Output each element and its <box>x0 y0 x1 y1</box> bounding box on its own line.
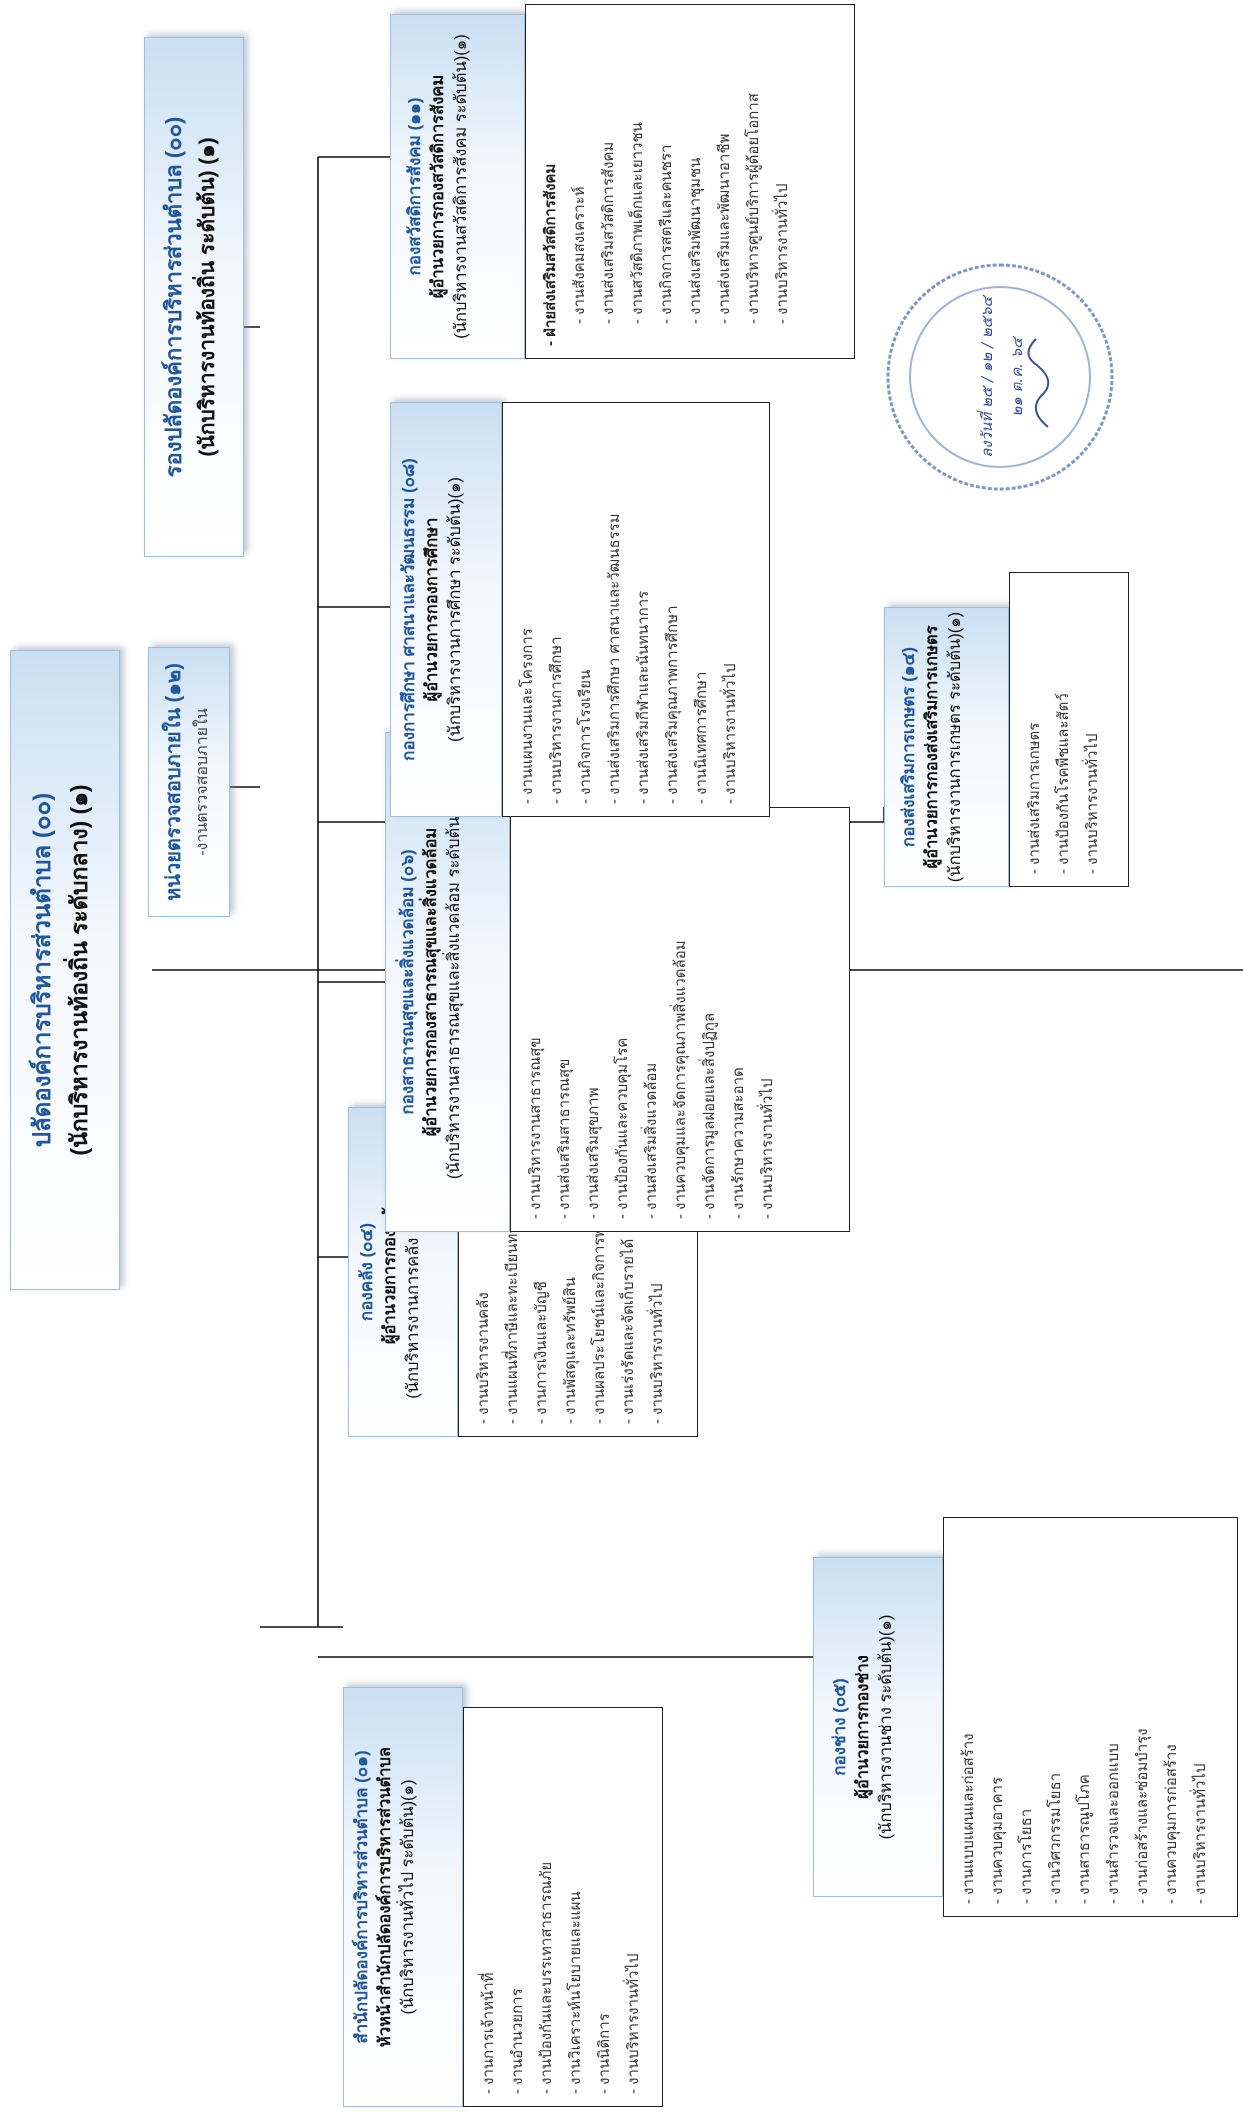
list-item: งานแผนงานและโครงการ <box>513 415 542 804</box>
list-item: งานส่งเสริมและพัฒนาอาชีพ <box>710 17 739 346</box>
list-item: งานการเจ้าหน้าที่ <box>474 1720 503 2094</box>
education-header: กองการศึกษา ศาสนาและวัฒนธรรม (๐๘) ผู้อำน… <box>390 402 502 817</box>
list-item: งานกิจการสตรีและคนชรา <box>652 17 681 346</box>
deputy-box: รองปลัดองค์การบริหารส่วนตำบล (๐๐) (นักบร… <box>144 37 244 557</box>
list-item: งานนิติการ <box>590 1720 619 2094</box>
deputy-level: (นักบริหารงานท้องถิ่น ระดับต้น) (๑) <box>196 137 219 457</box>
agriculture-title: กองส่งเสริมการเกษตร (๑๔) <box>899 646 918 848</box>
engineering-task-list: งานแบบแผนและก่อสร้าง งานควบคุมอาคาร งานก… <box>943 1517 1238 1917</box>
list-item: งานส่งเสริมกีฬาและนันทนาการ <box>629 415 658 804</box>
list-item: งานบริหารงานสาธารณสุข <box>521 820 550 1219</box>
list-item: งานส่งเสริมสาธารณสุข <box>550 820 579 1219</box>
list-item: งานส่งเสริมสิ่งแวดล้อม <box>637 820 666 1219</box>
chief-box: ปลัดองค์การบริหารส่วนตำบล (๐๐) (นักบริหา… <box>10 650 120 1290</box>
official-stamp: ลงวันที่ ๒๕ / ๑๒ / ๒๕๖๔ ๒๑ ต.ค. ๖๔ <box>886 263 1114 491</box>
list-item: งานอำนวยการ <box>503 1720 532 2094</box>
education-head: ผู้อำนวยการกองการศึกษา <box>423 517 441 702</box>
education-level: (นักบริหารงานการศึกษา ระดับต้น)(๑) <box>446 477 464 742</box>
engineering-header: กองช่าง (๐๕) ผู้อำนวยการกองช่าง (นักบริห… <box>813 1557 943 1897</box>
list-item: งานสังคมสงเคราะห์ <box>565 17 594 346</box>
list-item: งานวิเคราะห์นโยบายและแผน <box>561 1720 590 2094</box>
list-item: งานบริหารงานทั่วไป <box>716 415 745 804</box>
list-item: งานบริหารงานทั่วไป <box>1078 585 1107 874</box>
agriculture-head: ผู้อำนวยการกองส่งเสริมการเกษตร <box>923 625 941 869</box>
engineering-head: ผู้อำนวยการกองช่าง <box>854 1655 872 1799</box>
list-item: งานนิเทศการศึกษา <box>687 415 716 804</box>
list-item: งานการโยธา <box>1012 1530 1041 1904</box>
list-item: งานส่งเสริมพัฒนาชุมชน <box>681 17 710 346</box>
chief-title: ปลัดองค์การบริหารส่วนตำบล (๐๐) <box>29 792 56 1148</box>
list-item: งานป้องกันโรคพืชและสัตว์ <box>1049 585 1078 874</box>
list-item: งานส่งเสริมคุณภาพการศึกษา <box>658 415 687 804</box>
deputy-title: รองปลัดองค์การบริหารส่วนตำบล (๐๐) <box>161 116 186 478</box>
health-task-list: งานบริหารงานสาธารณสุข งานส่งเสริมสาธารณส… <box>510 807 850 1232</box>
list-item: งานป้องกันและบรรเทาสาธารณภัย <box>532 1720 561 2094</box>
audit-task: -งานตรวจสอบภายใน <box>194 708 211 856</box>
finance-title: กองคลัง (๐๔) <box>357 1222 376 1322</box>
list-item: งานวิศวกรรมโยธา <box>1041 1530 1070 1904</box>
office-header: สำนักปลัดองค์การบริหารส่วนตำบล (๐๑) หัวห… <box>343 1687 463 2107</box>
list-item: งานแบบแผนและก่อสร้าง <box>954 1530 983 1904</box>
stamp-date-text: ลงวันที่ ๒๕ / ๑๒ / ๒๕๖๔ <box>976 293 996 457</box>
list-item: งานบริหารงานทั่วไป <box>1186 1530 1215 1904</box>
agriculture-level: (นักบริหารงานการเกษตร ระดับต้น)(๑) <box>946 611 964 883</box>
list-item: งานส่งเสริมสวัสดิการสังคม <box>594 17 623 346</box>
office-level: (นักบริหารงานทั่วไป ระดับต้น)(๑) <box>399 1779 417 2015</box>
audit-title: หน่วยตรวจสอบภายใน (๑๒) <box>163 663 185 901</box>
list-item: งานก่อสร้างและซ่อมบำรุง <box>1128 1530 1157 1904</box>
list-item: งานส่งเสริมการเกษตร <box>1020 585 1049 874</box>
list-item: งานจัดการมูลฝอยและสิ่งปฏิกูล <box>695 820 724 1219</box>
list-item: งานควบคุมอาคาร <box>983 1530 1012 1904</box>
list-item: งานสำรวจและออกแบบ <box>1099 1530 1128 1904</box>
welfare-head: ผู้อำนวยการกองสวัสดิการสังคม <box>429 74 447 299</box>
welfare-level: (นักบริหารงานสวัสดิการสังคม ระดับต้น)(๑) <box>452 34 470 339</box>
agriculture-header: กองส่งเสริมการเกษตร (๑๔) ผู้อำนวยการกองส… <box>884 607 1009 887</box>
education-title: กองการศึกษา ศาสนาและวัฒนธรรม (๐๘) <box>399 458 418 761</box>
list-item: งานบริหารงานทั่วไป <box>753 820 782 1219</box>
list-item: งานสาธารณูปโภค <box>1070 1530 1099 1904</box>
engineering-title: กองช่าง (๐๕) <box>830 1678 849 1776</box>
welfare-header: กองสวัสดิการสังคม (๑๑) ผู้อำนวยการกองสวั… <box>390 14 525 359</box>
list-item: งานบริหารงานทั่วไป <box>768 17 797 346</box>
audit-box: หน่วยตรวจสอบภายใน (๑๒) -งานตรวจสอบภายใน <box>148 647 230 917</box>
education-task-list: งานแผนงานและโครงการ งานบริหารงานการศึกษา… <box>502 402 770 817</box>
list-item: งานบริหารงานทั่วไป <box>619 1720 648 2094</box>
welfare-task-list: ฝ่ายส่งเสริมสวัสดิการสังคม งานสังคมสงเคร… <box>525 4 855 359</box>
office-title: สำนักปลัดองค์การบริหารส่วนตำบล (๐๑) <box>352 1750 371 2044</box>
office-task-list: งานการเจ้าหน้าที่ งานอำนวยการ งานป้องกัน… <box>463 1707 663 2107</box>
engineering-level: (นักบริหารงานช่าง ระดับต้น)(๑) <box>877 1614 895 1840</box>
list-item: งานบริหารงานการศึกษา <box>542 415 571 804</box>
signature-mark <box>1027 338 1050 428</box>
list-item: งานสวัสดิภาพเด็กและเยาวชน <box>623 17 652 346</box>
list-item: งานส่งเสริมการศึกษา ศาสนาและวัฒนธรรม <box>600 415 629 804</box>
list-item: งานรักษาความสะอาด <box>724 820 753 1219</box>
list-item: งานป้องกันและควบคุมโรค <box>608 820 637 1219</box>
list-item: งานกิจการโรงเรียน <box>571 415 600 804</box>
office-head: หัวหน้าสำนักปลัดองค์การบริหารส่วนตำบล <box>376 1746 394 2048</box>
stamp-date-text-2: ๒๑ ต.ค. ๖๔ <box>1008 335 1026 417</box>
welfare-title: กองสวัสดิการสังคม (๑๑) <box>405 97 424 276</box>
chief-level: (นักบริหารงานท้องถิ่น ระดับกลาง) (๑) <box>66 784 92 1156</box>
list-item: งานควบคุมและจัดการคุณภาพสิ่งแวดล้อม <box>666 820 695 1219</box>
welfare-group: ฝ่ายส่งเสริมสวัสดิการสังคม <box>536 17 565 346</box>
list-item: งานบริหารศูนย์บริการผู้ด้อยโอกาส <box>739 17 768 346</box>
list-item: งานส่งเสริมสุขภาพ <box>579 820 608 1219</box>
agriculture-task-list: งานส่งเสริมการเกษตร งานป้องกันโรคพืชและส… <box>1009 572 1129 887</box>
list-item: งานควบคุมการก่อสร้าง <box>1157 1530 1186 1904</box>
